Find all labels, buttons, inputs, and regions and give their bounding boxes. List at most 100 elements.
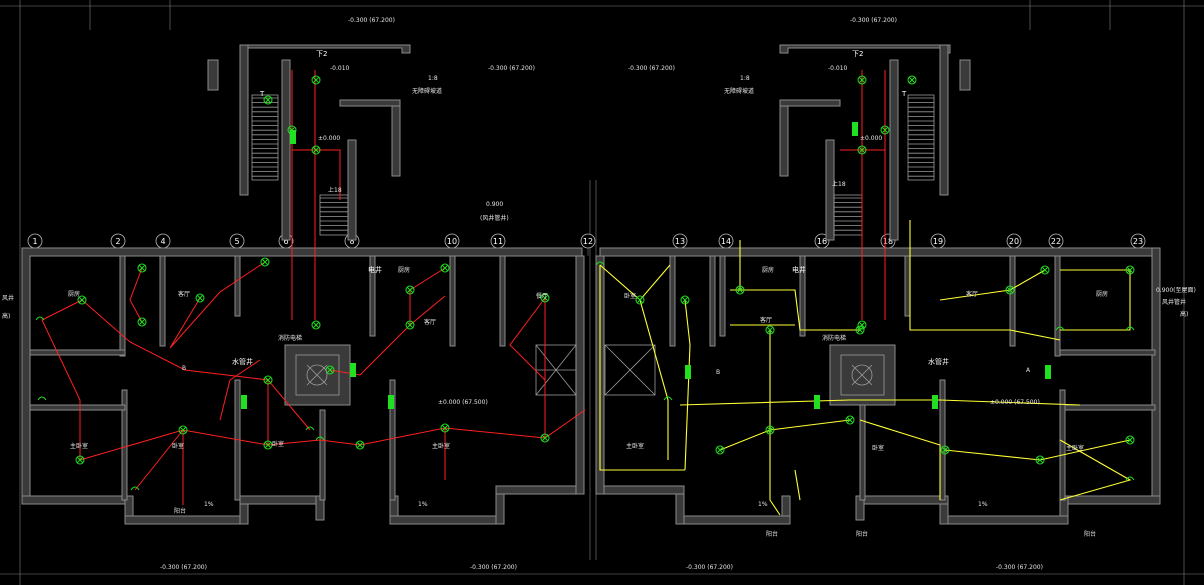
elevator-left: 消防电梯 <box>278 334 302 342</box>
axis-label: 5 <box>234 237 239 246</box>
stair-treads-right <box>834 97 934 231</box>
lamp-cross <box>406 286 414 294</box>
lamp-icon <box>263 440 273 450</box>
room-balcony-3: 阳台 <box>856 530 868 538</box>
lamp-icon <box>1125 435 1135 445</box>
lamp-cross <box>196 294 204 302</box>
switch-icon <box>1125 476 1135 481</box>
stair-treads-left <box>252 97 348 231</box>
lamp-cross <box>264 441 272 449</box>
lamp-cross <box>312 146 320 154</box>
switch-icon <box>305 426 315 431</box>
switch-icon <box>35 316 45 321</box>
lamp-icon <box>405 320 415 330</box>
right-note-1: 0.900(至屋面) <box>1156 287 1196 294</box>
lamp-cross <box>1036 456 1044 464</box>
elevator-right: 消防电梯 <box>822 334 846 342</box>
lamp-cross <box>1041 266 1049 274</box>
right-note-3: 高) <box>1180 310 1188 318</box>
room-dining-2: 餐厅 <box>536 292 548 300</box>
lamp-cross <box>858 321 866 329</box>
lamp-icon <box>1040 265 1050 275</box>
lamp-icon <box>845 415 855 425</box>
lamp-icon <box>77 295 87 305</box>
axis-label: 20 <box>1009 237 1019 246</box>
room-kitchen-2: 厨房 <box>398 266 410 274</box>
lamp-cross <box>541 434 549 442</box>
stair-tag-right: 下2 <box>852 50 863 58</box>
panel-box-icon <box>290 130 296 144</box>
t-right: T <box>901 90 907 98</box>
axis-label: 16 <box>817 237 827 246</box>
lamp-icon <box>355 440 365 450</box>
water-shaft-right: 水管井 <box>928 357 949 366</box>
lamp-icon <box>940 445 950 455</box>
left-note-1: 风井 <box>2 294 14 302</box>
ramp-num-left: 1:8 <box>428 75 438 82</box>
room-balcony-2: 阳台 <box>766 530 778 538</box>
slope-2: 1% <box>418 501 428 508</box>
axis-label: 13 <box>675 237 685 246</box>
lamp-icon <box>263 375 273 385</box>
panel-box-icon <box>814 395 820 409</box>
lamp-cross <box>881 126 889 134</box>
lamp-cross <box>78 296 86 304</box>
elev-landing-left: ±0.000 <box>318 135 340 142</box>
axis-label: 1 <box>32 237 37 246</box>
lamp-icon <box>260 257 270 267</box>
panel-box-icon <box>932 395 938 409</box>
lamp-cross <box>766 326 774 334</box>
lamp-cross <box>681 296 689 304</box>
lamp-icon <box>540 293 550 303</box>
elev-bottom-3: -0.300 (67.200) <box>686 564 733 571</box>
room-bedroom-1: 卧室 <box>172 442 184 450</box>
axis-label: 2 <box>115 237 120 246</box>
tag-b2: B <box>716 369 720 376</box>
lamp-icon <box>765 425 775 435</box>
lamp-icon <box>405 285 415 295</box>
electrical-devices <box>35 75 1135 491</box>
lamp-icon <box>680 295 690 305</box>
lamp-cross <box>1006 286 1014 294</box>
elec-shaft-right: 电井 <box>792 265 806 274</box>
lamp-cross <box>312 76 320 84</box>
water-shaft-left: 水管井 <box>232 357 253 366</box>
lamp-cross <box>541 294 549 302</box>
axis-label: 12 <box>583 237 593 246</box>
room-kitchen-1: 厨房 <box>68 290 80 298</box>
lamp-cross <box>406 321 414 329</box>
left-note-2: 高) <box>2 312 10 320</box>
lamp-cross <box>856 326 864 334</box>
shaft-note: (风井管井) <box>480 214 509 222</box>
lamp-icon <box>440 263 450 273</box>
lamp-cross <box>1126 266 1134 274</box>
interior-walls <box>29 255 1156 501</box>
lamp-icon <box>440 423 450 433</box>
elev-shaft-top: 0.900 <box>486 201 503 208</box>
note-labels: 下2 下2 T T 无障碍坡道 无障碍坡道 1:8 1:8 上18 上18 (风… <box>2 50 1196 508</box>
lamp-icon <box>75 455 85 465</box>
lamp-icon <box>263 95 273 105</box>
right-note-2: 风井管井 <box>1162 298 1186 306</box>
lamp-cross <box>858 146 866 154</box>
axis-label: 6 <box>283 237 288 246</box>
elec-shaft-left: 电井 <box>368 265 382 274</box>
switch-icon <box>595 261 605 266</box>
switch-icon <box>1125 326 1135 331</box>
lamp-icon <box>907 75 917 85</box>
slope-1: 1% <box>204 501 214 508</box>
room-labels: 厨房 客厅 主卧室 卧室 阳台 厨房 客厅 卧室 主卧室 餐厅 卧室 客厅 主卧… <box>68 266 1108 538</box>
elev-stair-left: -0.010 <box>330 65 350 72</box>
lamp-cross <box>264 376 272 384</box>
room-living-3: 客厅 <box>760 316 772 324</box>
lamp-cross <box>766 426 774 434</box>
room-master-1: 主卧室 <box>70 442 88 450</box>
lamp-icon <box>857 75 867 85</box>
axis-label: 18 <box>883 237 893 246</box>
switch-icon <box>663 396 673 401</box>
lamp-cross <box>76 456 84 464</box>
lamp-cross <box>312 321 320 329</box>
lamp-cross <box>441 264 449 272</box>
